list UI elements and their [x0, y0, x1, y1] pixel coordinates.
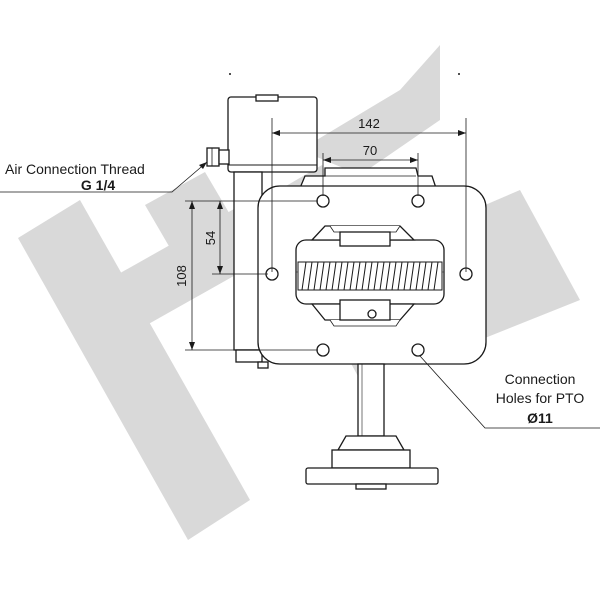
dimension-arrows	[189, 130, 466, 350]
pto-callout-line1: Connection	[505, 371, 576, 387]
gear-tooth	[427, 261, 433, 291]
bolt-holes	[265, 194, 473, 357]
top-bracket	[299, 167, 437, 189]
cylinder-housing	[227, 96, 318, 173]
gear-tooth	[343, 261, 349, 291]
dimension-lines	[0, 118, 600, 429]
gear-tooth	[313, 261, 319, 291]
gear-tooth	[319, 261, 325, 291]
base-collar	[336, 435, 406, 451]
gear-tooth	[433, 261, 439, 291]
hole-bottom-left	[316, 343, 330, 357]
gear-tooth	[373, 261, 379, 291]
hole-bottom-right	[411, 343, 425, 357]
gear-tooth	[379, 261, 385, 291]
gear-tooth	[415, 261, 421, 291]
base-hub	[331, 449, 411, 469]
air-connection-title: Air Connection Thread	[5, 161, 145, 177]
gear-tooth	[403, 261, 409, 291]
gear-tooth	[391, 261, 397, 291]
gear-tooth	[361, 261, 367, 291]
housing-cap	[255, 94, 279, 102]
gear-tooth	[349, 261, 355, 291]
gear-tooth	[355, 261, 361, 291]
gear-tooth	[325, 261, 331, 291]
gear-tooth	[385, 261, 391, 291]
support-stand	[305, 363, 439, 490]
gear-tooth	[421, 261, 427, 291]
cylinder-bottom	[235, 349, 263, 363]
gear-teeth	[297, 261, 443, 291]
hole-top-right	[411, 194, 425, 208]
gear-tooth	[301, 261, 307, 291]
center-bolt	[367, 309, 377, 319]
gear-tooth	[409, 261, 415, 291]
dim-hole-spacing: 70	[363, 143, 377, 158]
gear-tooth	[397, 261, 403, 291]
gear-tooth	[307, 261, 313, 291]
air-fitting	[206, 147, 220, 167]
pto-callout-line2: Holes for PTO	[496, 390, 585, 406]
dim-overall-width: 142	[358, 116, 380, 131]
air-connection-thread: G 1/4	[81, 177, 115, 193]
dim-vertical-full: 108	[174, 265, 189, 287]
pto-hole-diameter: Ø11	[527, 410, 553, 426]
base-plate	[305, 467, 439, 485]
dim-vertical-half: 54	[203, 231, 218, 245]
support-column	[357, 363, 385, 437]
hole-top-left	[316, 194, 330, 208]
gear-tooth	[337, 261, 343, 291]
gear-tooth	[367, 261, 373, 291]
gear-tooth	[331, 261, 337, 291]
